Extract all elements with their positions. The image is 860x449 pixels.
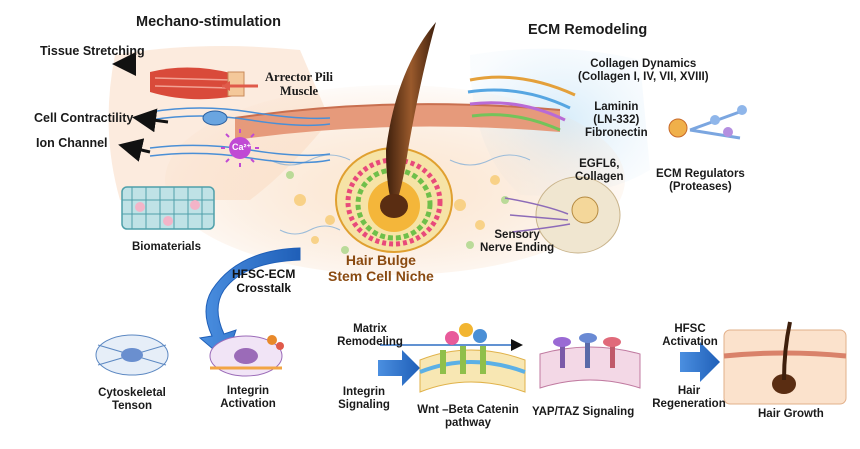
collagen-types-text: (Collagen I, IV, VII, XVIII) xyxy=(578,71,709,84)
sensory-nerve-label: Sensory Nerve Ending xyxy=(480,229,554,255)
ln332-text: (LN-332) xyxy=(593,114,640,127)
regeneration-text: Regeneration xyxy=(652,398,726,411)
contractile-cell xyxy=(202,110,228,126)
hair-follicle xyxy=(335,22,453,253)
calcium-ion-label: Ca²⁺ xyxy=(232,142,252,152)
collagen-text: Collagen xyxy=(575,171,624,184)
crosstalk-line2: Crosstalk xyxy=(236,280,292,295)
yap-taz-membrane-icon xyxy=(539,333,641,389)
integrin-signaling-text-1: Integrin xyxy=(342,386,386,398)
pathway-arrow-2 xyxy=(680,342,720,382)
cell-contractility-label: Cell Contractility xyxy=(34,111,134,125)
arrector-pili-muscle xyxy=(150,67,258,100)
hfsc-text: HFSC xyxy=(674,323,706,335)
arrector-pili-label: Arrector Pili Muscle xyxy=(265,70,333,99)
activation-text: Activation xyxy=(220,398,276,411)
mechano-arrows xyxy=(112,52,169,162)
cytoskeletal-text: Cytoskeletal xyxy=(98,387,166,399)
stem-cell-niche-text: Stem Cell Niche xyxy=(328,268,434,285)
biomaterials-label: Biomaterials xyxy=(132,241,202,253)
proteases-text: (Proteases) xyxy=(669,181,732,194)
integrin-activation-label: Integrin Activation xyxy=(212,385,284,411)
crosstalk-label: HFSC-ECM Crosstalk xyxy=(232,267,296,296)
hfsc-activation-text: Activation xyxy=(662,336,718,349)
egfl6-label: EGFL6, Collagen xyxy=(575,158,624,184)
hair-bulge-text: Hair Bulge xyxy=(345,252,416,268)
hair-growth-icon xyxy=(723,321,847,405)
stem-cell-niche-label: Hair Bulge Stem Cell Niche xyxy=(328,252,434,284)
remodeling-text: Remodeling xyxy=(337,336,403,349)
collagen-dynamics-text: Collagen Dynamics xyxy=(590,58,697,70)
tenson-text: Tenson xyxy=(111,400,153,413)
laminin-label: Laminin (LN-332) Fibronectin xyxy=(585,101,648,141)
integrin-cell-icon xyxy=(209,335,284,377)
yap-taz-label: YAP/TAZ Signaling xyxy=(532,406,635,418)
hair-regeneration-label: Hair Regeneration xyxy=(646,385,732,411)
wnt-text-2: pathway xyxy=(444,417,491,430)
ecm-regulators-text: ECM Regulators xyxy=(656,168,745,180)
laminin-text: Laminin xyxy=(594,101,639,113)
integrin-signaling-label: Integrin Signaling xyxy=(330,386,398,412)
fibronectin-text: Fibronectin xyxy=(585,127,648,140)
sensory-text: Sensory xyxy=(494,229,540,241)
hair-text: Hair xyxy=(677,385,701,397)
tissue-stretching-label: Tissue Stretching xyxy=(40,44,145,58)
ecm-regulators-label: ECM Regulators (Proteases) xyxy=(656,168,745,194)
cytoskeletal-label: Cytoskeletal Tenson xyxy=(96,387,168,413)
biomaterials-scaffold xyxy=(121,186,215,230)
hfsc-activation-label: HFSC Activation xyxy=(658,323,722,349)
cytoskeletal-cell-icon xyxy=(95,334,169,376)
sensory-nerve-ending xyxy=(504,176,621,254)
calcium-ion-icon xyxy=(221,129,259,167)
integrin-signaling-text-2: Signaling xyxy=(338,399,390,412)
mechano-heading: Mechano-stimulation xyxy=(136,14,282,30)
wnt-text-1: Wnt –Beta Catenin xyxy=(417,404,519,416)
ion-channel-label: Ion Channel xyxy=(36,136,108,150)
integrin-text: Integrin xyxy=(226,385,270,397)
ecm-regulators-icon xyxy=(668,105,747,140)
ecm-fibers xyxy=(467,75,576,132)
matrix-remodeling-label: Matrix Remodeling xyxy=(336,323,404,349)
tissue-stretching-text: Tissue Stretching xyxy=(40,44,145,58)
wnt-label: Wnt –Beta Catenin pathway xyxy=(402,404,534,430)
wnt-membrane-icon xyxy=(419,323,526,393)
crosstalk-line1: HFSC-ECM xyxy=(232,267,296,281)
contractility-fibers xyxy=(149,107,331,127)
nerve-ending-text: Nerve Ending xyxy=(480,242,555,255)
egfl6-text: EGFL6, xyxy=(579,158,620,170)
pathway-arrow-1 xyxy=(378,350,420,386)
collagen-dynamics-label: Collagen Dynamics (Collagen I, IV, VII, … xyxy=(578,58,709,84)
hair-growth-label: Hair Growth xyxy=(758,408,824,420)
ecm-heading: ECM Remodeling xyxy=(528,22,648,38)
matrix-text: Matrix xyxy=(353,323,387,335)
